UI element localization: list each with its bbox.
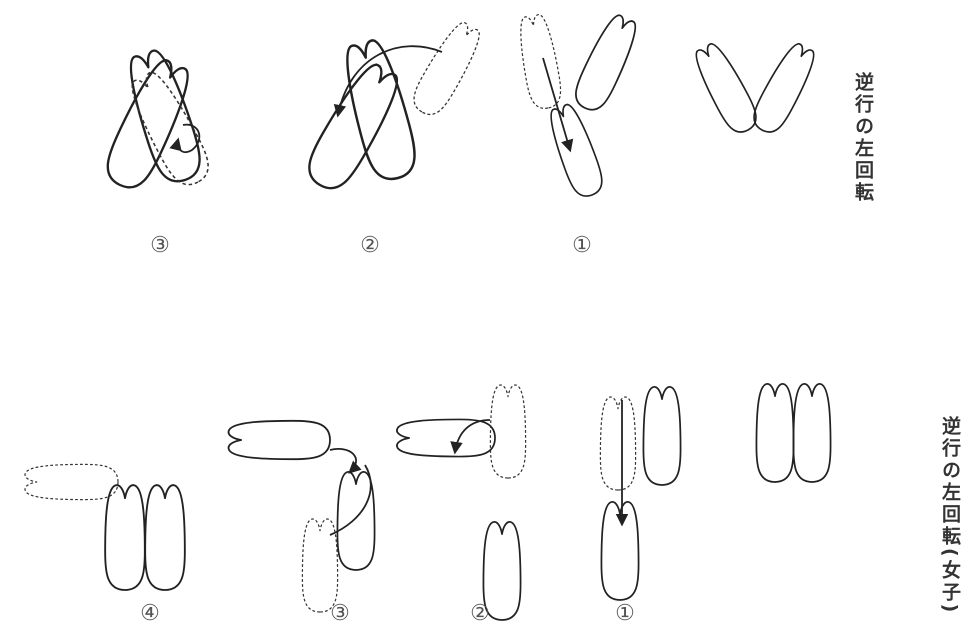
bottom-step-label-3: ③: [330, 601, 350, 626]
bottom-row-title: 逆行の左回転(女子): [937, 416, 964, 615]
prev-foot-dashed: [25, 464, 118, 499]
left-foot: [229, 421, 330, 459]
left-foot: [397, 419, 495, 456]
move-arrow: [455, 420, 490, 452]
prev-foot-dashed: [407, 18, 487, 121]
right-foot: [601, 502, 638, 600]
rotation-arrow: [330, 449, 356, 472]
right-foot: [337, 472, 374, 570]
bottom-step-4-figure: [25, 464, 185, 590]
prev-foot-dashed: [600, 397, 635, 490]
top-step-1-figure: [515, 11, 642, 200]
bottom-step-label-4: ④: [140, 601, 160, 626]
left-foot: [105, 485, 145, 590]
bottom-step-label-1: ①: [615, 601, 635, 626]
prev-foot-dashed: [302, 519, 337, 612]
top-step-3-figure: [99, 46, 217, 194]
top-row-title: 逆行の左回転: [850, 72, 877, 204]
top-step-label-1: ①: [572, 233, 592, 258]
right-foot: [338, 37, 422, 185]
prev-foot-dashed: [515, 13, 564, 111]
rotation-arrow-tail: [330, 465, 371, 535]
right-foot: [544, 101, 607, 200]
top-step-label-3: ③: [150, 233, 170, 258]
right-foot: [122, 46, 208, 187]
top-step-label-2: ②: [360, 233, 380, 258]
bottom-step-label-2: ②: [470, 601, 490, 626]
left-foot: [569, 11, 642, 115]
bottom-step-3-figure: [229, 421, 375, 612]
left-foot: [300, 58, 407, 196]
left-foot: [756, 384, 793, 482]
right-foot: [145, 485, 185, 590]
left-foot: [643, 387, 680, 485]
bottom-step-1-figure: [600, 387, 680, 600]
top-start-figure: [689, 40, 820, 138]
bottom-step-2-figure: [397, 385, 526, 620]
bottom-start-figure: [756, 384, 830, 482]
left-foot: [689, 40, 762, 138]
top-step-2-figure: [300, 18, 487, 197]
left-foot: [99, 55, 198, 195]
right-foot: [747, 40, 820, 138]
prev-foot-dashed: [490, 385, 525, 478]
right-foot: [793, 384, 830, 482]
